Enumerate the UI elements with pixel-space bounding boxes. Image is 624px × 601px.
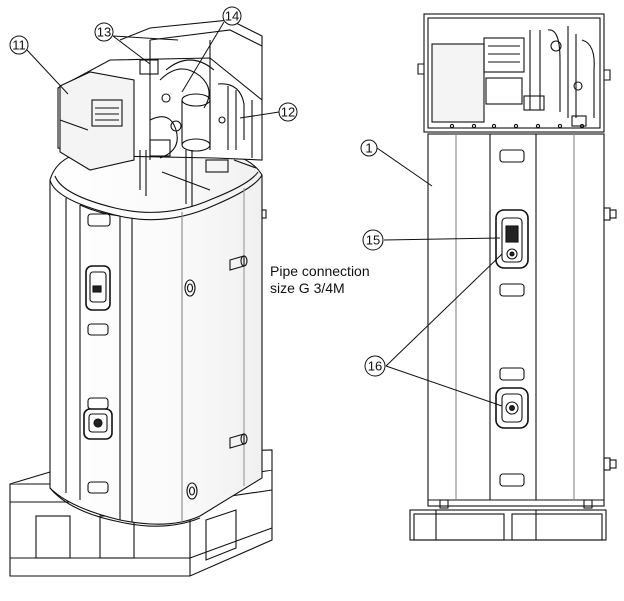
left-front-controls: [83, 213, 113, 494]
callout-1-label: 1: [365, 141, 372, 156]
left-pipe-connections: [184, 209, 267, 500]
callout-leaders: [26, 21, 503, 407]
callout-11-label: 11: [12, 38, 26, 53]
callout-12: 12: [278, 102, 298, 122]
callout-11: 11: [9, 35, 29, 55]
callout-1: 1: [360, 139, 378, 157]
callout-15: 15: [362, 229, 384, 251]
callout-14: 14: [222, 6, 242, 26]
right-pallet: [409, 509, 607, 541]
callout-13: 13: [94, 22, 114, 42]
pipe-note-line-1: Pipe connection: [270, 263, 370, 279]
left-unit-view: [9, 19, 273, 577]
left-tank-body: [49, 149, 263, 527]
right-front-controls: [495, 149, 529, 487]
callout-16: 16: [364, 355, 386, 377]
pipe-connection-note: Pipe connection size G 3/4M: [270, 263, 370, 296]
right-tank-body: [427, 133, 617, 509]
left-heatpump-head: [57, 19, 263, 206]
callout-14-label: 14: [225, 9, 239, 24]
pipe-note-line-2: size G 3/4M: [270, 280, 345, 296]
right-unit-view: [409, 13, 617, 541]
right-heatpump-head: [417, 13, 611, 133]
callout-13-label: 13: [97, 25, 111, 40]
callout-15-label: 15: [366, 233, 380, 248]
callout-16-label: 16: [368, 359, 382, 374]
callout-12-label: 12: [281, 105, 295, 120]
